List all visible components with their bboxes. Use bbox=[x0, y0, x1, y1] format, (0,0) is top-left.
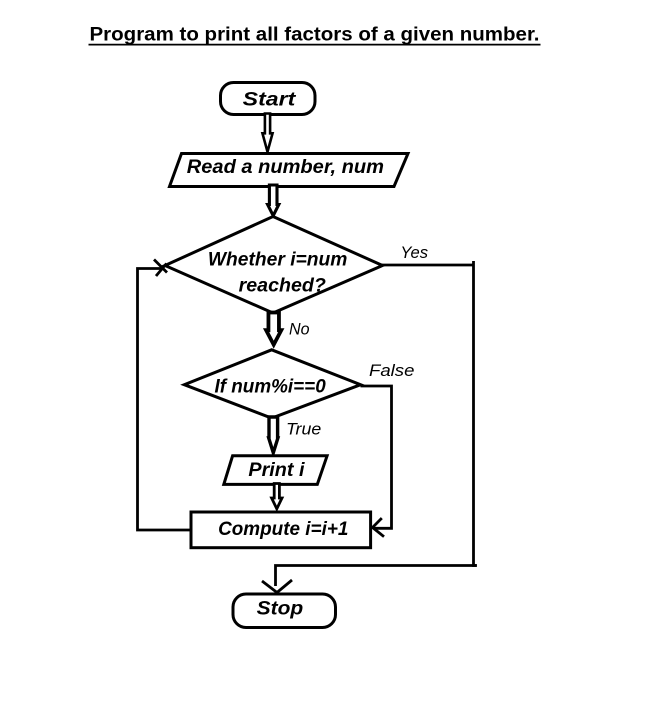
svg-text:Program to print all factors o: Program to print all factors of a given … bbox=[90, 24, 540, 46]
svg-text:Start: Start bbox=[243, 89, 297, 111]
svg-text:Stop: Stop bbox=[257, 597, 304, 619]
svg-text:Yes: Yes bbox=[400, 244, 428, 262]
svg-text:Print i: Print i bbox=[248, 459, 305, 481]
svg-text:False: False bbox=[369, 362, 414, 380]
svg-text:reached?: reached? bbox=[239, 275, 326, 297]
svg-text:True: True bbox=[286, 421, 321, 439]
svg-text:Whether i=num: Whether i=num bbox=[208, 249, 348, 271]
svg-text:No: No bbox=[289, 320, 310, 338]
svg-text:Read a number, num: Read a number, num bbox=[187, 156, 384, 178]
svg-text:Compute i=i+1: Compute i=i+1 bbox=[218, 518, 348, 540]
svg-text:If num%i==0: If num%i==0 bbox=[215, 376, 326, 398]
